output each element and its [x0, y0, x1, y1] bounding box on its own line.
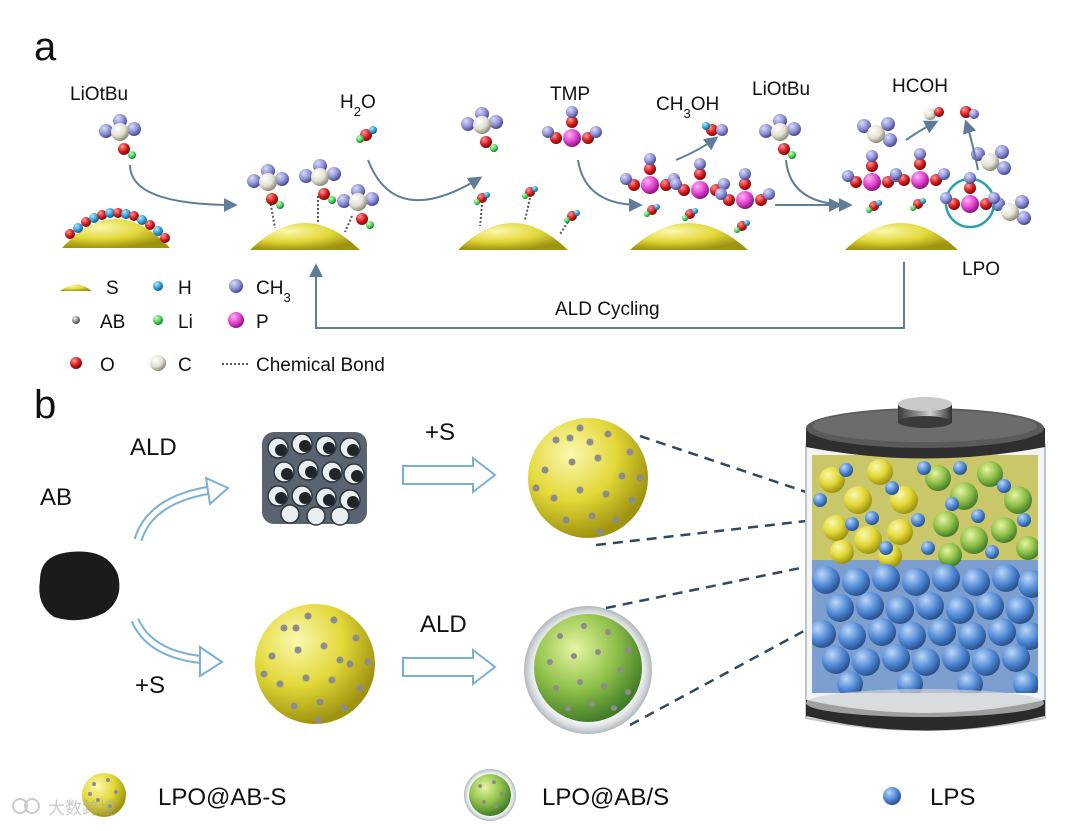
substrate-dome-5: [845, 223, 958, 250]
legend-ab-label: AB: [100, 312, 125, 333]
watermark-text: 大数跨境: [48, 799, 116, 819]
adsorbed-tmp: [620, 153, 775, 233]
legend-lpo-ab-slash-s-label: LPO@AB/S: [542, 784, 669, 811]
lpo-ab-s-sphere: [528, 418, 648, 538]
legend-li-label: Li: [178, 312, 193, 333]
adsorbed-liotbu: [247, 159, 379, 233]
legend-li-swatch: [153, 315, 163, 325]
reagent-liotbu-label-2: LiOtBu: [752, 79, 810, 100]
legend-s-label: S: [106, 278, 119, 299]
legend-c-label: C: [178, 355, 192, 376]
ald-top-label: ALD: [130, 434, 177, 461]
hollow-arrow-top: [402, 455, 497, 495]
panel-a-label: a: [34, 25, 57, 69]
lpo-ab-slash-s-sphere: [524, 606, 652, 734]
s-top-label: +S: [425, 419, 455, 446]
zoom-lines: [595, 434, 816, 727]
ald-bottom-label: ALD: [420, 611, 467, 638]
legend-p-label: P: [256, 312, 269, 333]
panel-b-label: b: [34, 383, 56, 427]
hcoh-molecule: [924, 106, 979, 120]
adsorbed-lpo: [842, 117, 1031, 229]
lpo-label: LPO: [962, 259, 1000, 280]
ab-label: AB: [40, 484, 72, 511]
reagent-liotbu-label-1: LiOtBu: [70, 84, 128, 105]
ab-powder: [39, 551, 120, 621]
tmp-molecule: [542, 106, 602, 147]
watermark: 大数跨境: [12, 798, 116, 819]
lpo-coated-ab-cube: [262, 432, 367, 526]
ch3oh-molecule: [702, 122, 728, 136]
material-legend: LPO@AB-S LPO@AB/S LPS: [82, 769, 975, 821]
legend-o-swatch: [70, 357, 82, 369]
s-bottom-label: +S: [135, 672, 165, 699]
hollow-arrow-bottom: [402, 647, 497, 687]
legend-ch3-label: CH3: [256, 278, 291, 305]
substrate-dome-2: [250, 223, 360, 250]
reagent-hcoh-label: HCOH: [892, 76, 948, 97]
electrolyte-particles: [812, 564, 1038, 693]
legend-o-label: O: [100, 355, 115, 376]
surface-oh-layer: [65, 208, 170, 243]
liotbu-molecule-2: [759, 114, 801, 159]
s-ab-sphere: [255, 604, 375, 724]
legend-lpo-ab-s-swatch: [82, 773, 126, 817]
reagent-tmp-label: TMP: [550, 84, 590, 105]
substrate-dome-4: [630, 223, 748, 250]
cathode-particles: [813, 459, 1038, 568]
legend-h-label: H: [178, 278, 192, 299]
atom-legend: S H CH3 AB Li P O C Chemical Bond: [60, 278, 385, 376]
legend-lps-swatch: [883, 787, 901, 805]
tbuoh-molecule: [461, 107, 503, 152]
substrate-dome-1: [62, 219, 170, 248]
legend-lps-label: LPS: [930, 784, 975, 811]
battery-cell: [805, 397, 1046, 731]
legend-h-swatch: [153, 281, 163, 291]
legend-ab-swatch: [72, 316, 80, 324]
legend-lpo-ab-slash-s-swatch: [464, 769, 516, 821]
substrate-domes: [62, 219, 958, 250]
adsorbed-oh: [474, 186, 580, 235]
legend-ch3-swatch: [229, 279, 243, 293]
reagent-h2o-label: H2O: [340, 92, 376, 119]
legend-lpo-ab-s-label: LPO@AB-S: [158, 784, 286, 811]
curved-arrow-down: [130, 618, 224, 678]
legend-s-swatch: [60, 284, 92, 291]
reagent-ch3oh-label: CH3OH: [656, 94, 719, 121]
reaction-arrows: [129, 119, 979, 212]
legend-c-swatch: [150, 355, 166, 371]
legend-p-swatch: [228, 312, 244, 328]
liotbu-molecule-1: [99, 114, 141, 159]
ald-cycling-label: ALD Cycling: [555, 299, 660, 320]
substrate-dome-3: [458, 223, 568, 250]
h2o-molecule: [356, 126, 377, 143]
curved-arrow-up: [133, 476, 230, 542]
legend-bond-label: Chemical Bond: [256, 355, 385, 376]
ald-cycling-loop: [309, 262, 905, 329]
